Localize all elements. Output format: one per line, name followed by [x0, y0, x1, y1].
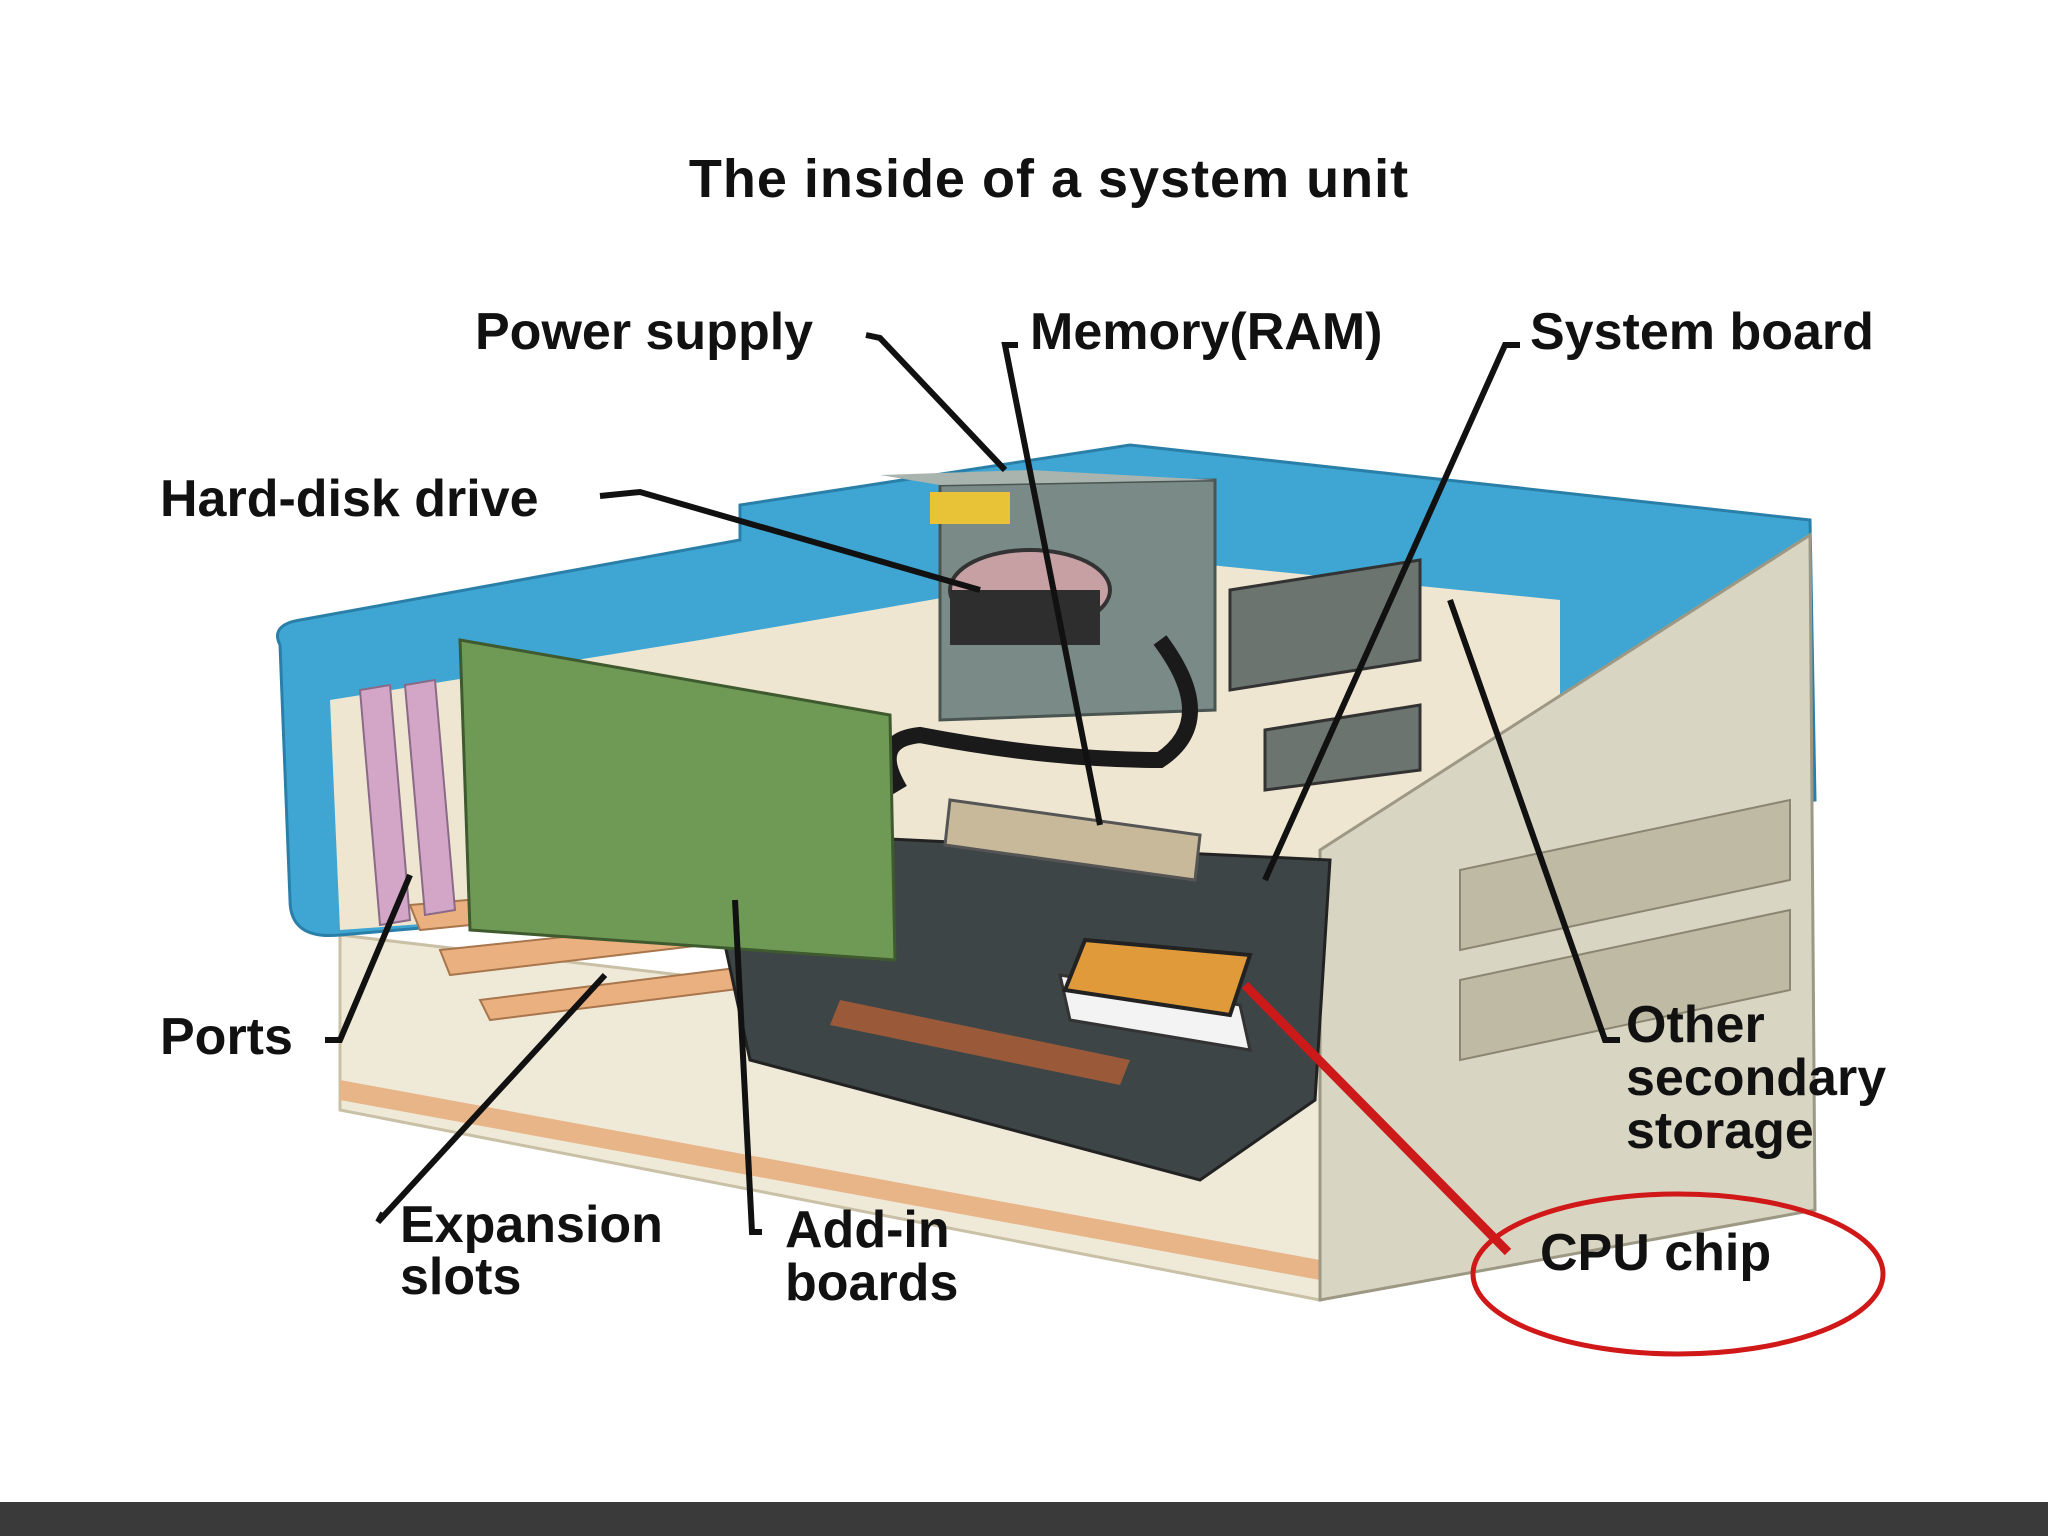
power-cable [880, 635, 1198, 795]
leader-lines [325, 332, 1620, 1235]
diagram-title: The inside of a system unit [688, 149, 1410, 209]
leader-power-supply [865, 332, 1008, 473]
leader-expansion [375, 972, 608, 1225]
power-supply-top [880, 470, 1215, 485]
label-cpu-chip: CPU chip [1540, 1224, 1772, 1282]
label-other-line1: Other [1626, 996, 1765, 1054]
leader-add-in [732, 899, 762, 1235]
label-expansion-line1: Expansion [400, 1196, 663, 1254]
storage-drive-lower [1263, 703, 1422, 792]
front-panel-bay-2 [1459, 908, 1791, 1062]
leader-other-storage [1447, 599, 1620, 1043]
hard-disk-body [950, 590, 1100, 645]
label-memory: Memory(RAM) [1030, 303, 1383, 361]
label-other-line2: secondary [1626, 1049, 1887, 1107]
cpu-highlight-circle [1470, 1191, 1886, 1357]
label-hard-disk: Hard-disk drive [160, 470, 539, 528]
leader-hard-disk [599, 488, 981, 593]
label-expansion-line2: slots [400, 1248, 522, 1306]
port-bracket-2 [403, 678, 457, 917]
edge-connector [830, 1000, 1130, 1085]
label-other-line3: storage [1626, 1102, 1814, 1160]
leader-ports [325, 873, 413, 1043]
footer-bar [0, 1502, 2048, 1536]
label-addin-line2: boards [785, 1254, 959, 1312]
cpu-chip [1062, 937, 1253, 1018]
label-ports: Ports [160, 1008, 293, 1066]
case-floor-edge [340, 1080, 1320, 1280]
power-supply-label [930, 492, 1010, 524]
label-system-board: System board [1530, 303, 1874, 361]
leader-cpu [1241, 981, 1512, 1256]
front-panel-bay-1 [1459, 798, 1791, 952]
leader-system-board [1262, 342, 1520, 882]
label-addin-line1: Add-in [785, 1201, 950, 1259]
add-in-board [458, 638, 897, 962]
storage-drive-upper [1228, 558, 1422, 692]
port-bracket-1 [358, 683, 412, 927]
label-power-supply: Power supply [475, 303, 814, 361]
ram-module [943, 798, 1202, 882]
leader-memory [1001, 342, 1103, 826]
